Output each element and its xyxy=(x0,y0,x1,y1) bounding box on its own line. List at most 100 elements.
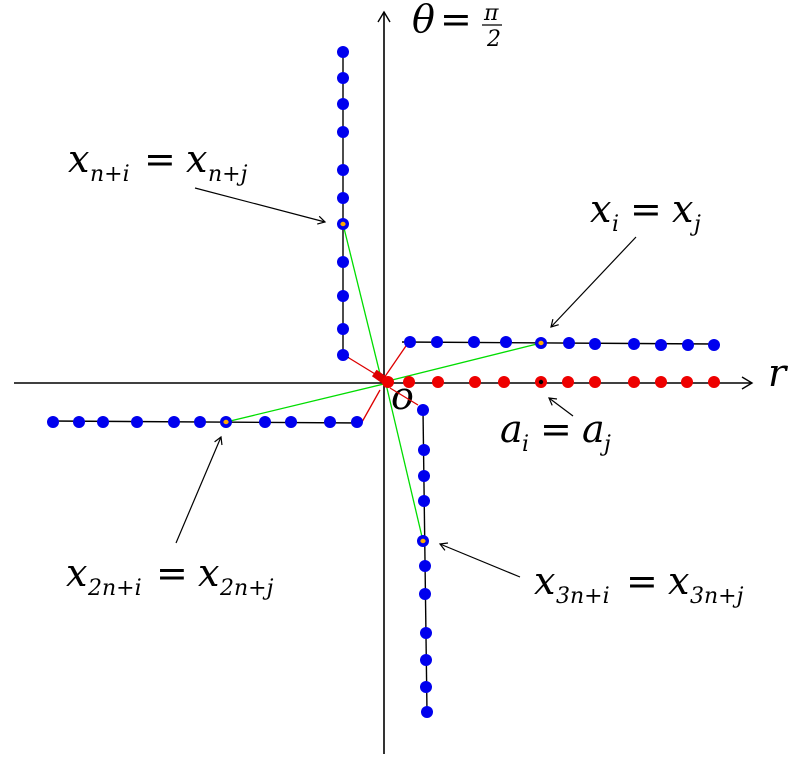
point-red-7 xyxy=(562,376,574,388)
point-upper-left-10 xyxy=(337,323,349,335)
point-upper-right-9 xyxy=(655,339,667,351)
svg-text:x: x xyxy=(68,137,89,181)
points-upper-right-branch xyxy=(404,336,720,351)
points-lower-branch xyxy=(417,404,433,718)
svg-text:x: x xyxy=(186,137,207,181)
point-red-11 xyxy=(681,376,693,388)
two-denominator: 2 xyxy=(486,27,501,52)
green-links xyxy=(225,223,542,542)
label-x2n-equality: x 2n+i = x 2n+j xyxy=(66,551,274,601)
point-upper-right-1 xyxy=(404,336,416,348)
point-lower-7 xyxy=(419,588,431,600)
point-left-11 xyxy=(351,416,363,428)
point-red-12 xyxy=(708,376,720,388)
svg-text:2n+j: 2n+j xyxy=(219,576,274,601)
theta-equals: = xyxy=(440,0,472,41)
point-left-6 xyxy=(194,416,206,428)
point-left-5 xyxy=(168,416,180,428)
branch-upper-left-path xyxy=(342,50,350,359)
arrow-ai xyxy=(548,397,574,417)
svg-text:x: x xyxy=(672,187,693,231)
points-upper-left-branch xyxy=(337,46,349,361)
point-lower-5-highlight xyxy=(420,538,426,544)
point-left-3 xyxy=(97,416,109,428)
point-upper-left-5 xyxy=(337,164,349,176)
point-red-10 xyxy=(655,376,667,388)
point-left-10 xyxy=(324,416,336,428)
point-left-2 xyxy=(73,416,85,428)
svg-text:a: a xyxy=(500,407,523,451)
svg-text:x: x xyxy=(198,551,219,595)
svg-text:i: i xyxy=(522,432,529,457)
point-upper-right-2 xyxy=(431,336,443,348)
point-upper-left-2 xyxy=(337,72,349,84)
point-upper-right-4 xyxy=(500,336,512,348)
point-red-9 xyxy=(628,376,640,388)
svg-text:x: x xyxy=(668,559,689,603)
svg-text:=: = xyxy=(144,137,176,181)
point-upper-left-8 xyxy=(337,256,349,268)
svg-text:2n+i: 2n+i xyxy=(87,576,142,601)
point-upper-left-7-highlight xyxy=(340,221,346,227)
svg-text:x: x xyxy=(590,187,611,231)
point-upper-right-6 xyxy=(563,337,575,349)
point-upper-right-5-highlight xyxy=(538,340,544,346)
point-lower-3 xyxy=(418,470,430,482)
branch-upper-right-path xyxy=(401,341,715,345)
svg-text:=: = xyxy=(630,187,662,231)
point-lower-1 xyxy=(417,404,429,416)
point-lower-8 xyxy=(420,627,432,639)
points-left-branch xyxy=(47,416,363,428)
vertical-axis-label: θ = π 2 xyxy=(412,0,502,52)
point-left-4 xyxy=(131,416,143,428)
point-red-4 xyxy=(469,376,481,388)
point-red-8 xyxy=(589,376,601,388)
point-left-7-highlight xyxy=(223,419,229,425)
arrow-xi xyxy=(550,236,637,328)
point-upper-left-11 xyxy=(337,349,349,361)
svg-text:3n+i: 3n+i xyxy=(556,584,610,609)
point-lower-6 xyxy=(419,560,431,572)
point-lower-11 xyxy=(421,706,433,718)
point-red-1 xyxy=(382,376,394,388)
svg-text:=: = xyxy=(156,551,188,595)
point-upper-left-4 xyxy=(337,126,349,138)
label-xi-equality: x i = x j xyxy=(590,187,701,237)
point-lower-9 xyxy=(420,654,432,666)
points-red-axis xyxy=(382,376,720,388)
point-upper-left-3 xyxy=(337,98,349,110)
point-left-1 xyxy=(47,416,59,428)
point-lower-2 xyxy=(418,444,430,456)
label-xn-equality: x n+i = x n+j xyxy=(68,137,248,187)
svg-text:a: a xyxy=(582,407,605,451)
point-upper-left-6 xyxy=(337,192,349,204)
point-upper-right-7 xyxy=(589,338,601,350)
svg-text:n+j: n+j xyxy=(208,162,248,187)
point-lower-10 xyxy=(420,681,432,693)
svg-text:x: x xyxy=(534,559,555,603)
svg-text:i: i xyxy=(612,212,619,237)
point-left-8 xyxy=(259,416,271,428)
point-upper-right-3 xyxy=(468,336,480,348)
svg-text:3n+j: 3n+j xyxy=(690,584,744,609)
point-upper-left-9 xyxy=(337,290,349,302)
pi-numerator: π xyxy=(483,1,499,26)
point-upper-right-10 xyxy=(682,339,694,351)
theta-symbol: θ xyxy=(412,0,435,41)
point-red-marked-center xyxy=(538,379,544,385)
svg-text:x: x xyxy=(66,551,87,595)
r-axis-label: r xyxy=(768,351,789,395)
svg-text:=: = xyxy=(626,559,658,603)
svg-text:n+i: n+i xyxy=(90,162,130,187)
svg-text:=: = xyxy=(540,407,572,451)
point-red-2 xyxy=(403,376,415,388)
arrow-x3n xyxy=(438,542,521,578)
point-red-5 xyxy=(498,376,510,388)
label-ai-equality: a i = a j xyxy=(500,407,611,457)
arrow-xn xyxy=(194,187,327,225)
point-left-9 xyxy=(285,416,297,428)
label-x3n-equality: x 3n+i = x 3n+j xyxy=(534,559,744,609)
red-links xyxy=(348,342,419,423)
point-upper-left-1 xyxy=(337,46,349,58)
